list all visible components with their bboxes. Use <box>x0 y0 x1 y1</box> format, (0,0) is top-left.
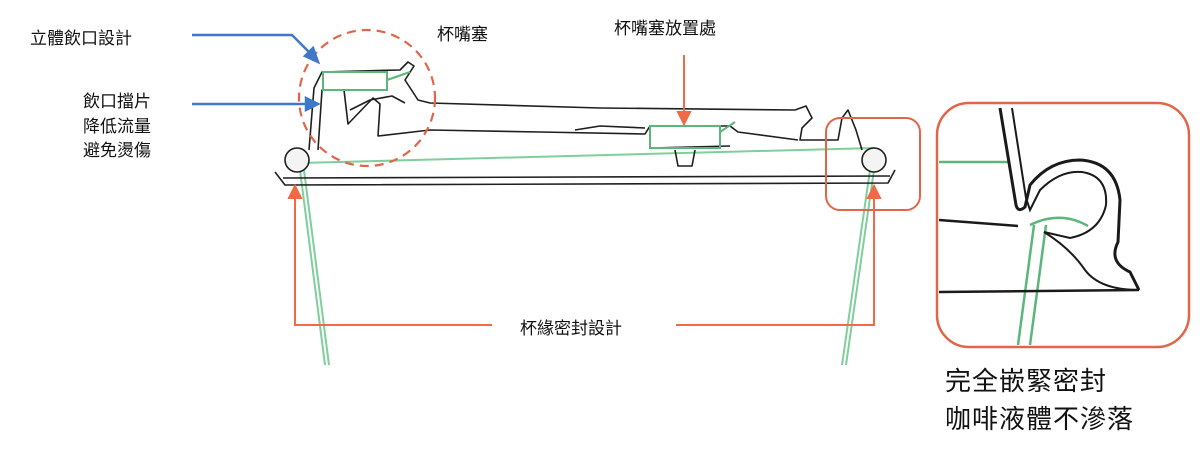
spout-plug-label: 杯嘴塞 <box>437 25 488 45</box>
zoom-inset <box>935 101 1191 349</box>
spout-baffle-line-1: 飲口擋片 <box>83 92 151 112</box>
plug-storage-label: 杯嘴塞放置處 <box>614 19 716 39</box>
blue-arrows <box>192 33 321 113</box>
spout-baffle-line-3: 避免燙傷 <box>83 141 151 162</box>
spout-highlight-circle <box>297 28 437 168</box>
tight-fit-line-2: 咖啡液體不滲落 <box>945 404 1135 435</box>
rim-seal-label: 杯緣密封設計 <box>520 319 622 339</box>
spout-plug-shape <box>322 71 736 149</box>
tight-fit-label: 完全嵌緊密封 咖啡液體不滲落 <box>945 364 1134 439</box>
tight-fit-line-1: 完全嵌緊密封 <box>945 367 1108 397</box>
spout-baffle-line-2: 降低流量 <box>83 116 151 137</box>
spout-baffle-label: 飲口擋片 降低流量 避免燙傷 <box>83 90 151 164</box>
orange-arrows <box>287 55 882 326</box>
upright-spout-label: 立體飲口設計 <box>30 29 132 49</box>
